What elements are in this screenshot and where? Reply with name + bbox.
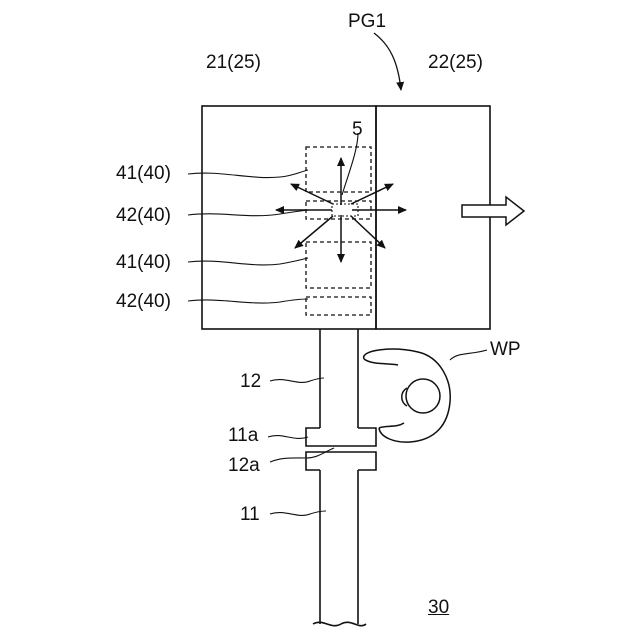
label-42-top: 42(40) [116,206,171,225]
label-11a: 11a [228,426,258,445]
movement-arrow-icon [462,197,524,225]
label-pg1: PG1 [348,12,386,31]
pg1-leader [374,33,401,90]
element-41-top [306,147,371,192]
label-12a: 12a [228,456,260,475]
label-41-bottom: 41(40) [116,253,171,272]
shaft-assembly [306,329,376,626]
label-element-5: 5 [352,120,363,139]
label-panel-21: 21(25) [206,53,261,72]
label-panel-22: 22(25) [428,53,483,72]
element-42-bottom [306,297,371,315]
label-11: 11 [240,505,260,524]
panel-left-21 [202,106,376,329]
element-41-bottom [306,242,371,288]
label-41-top: 41(40) [116,164,171,183]
label-42-bottom: 42(40) [116,292,171,311]
label-12: 12 [240,372,261,391]
label-figure-30: 30 [428,598,449,617]
label-wp: WP [490,340,521,359]
